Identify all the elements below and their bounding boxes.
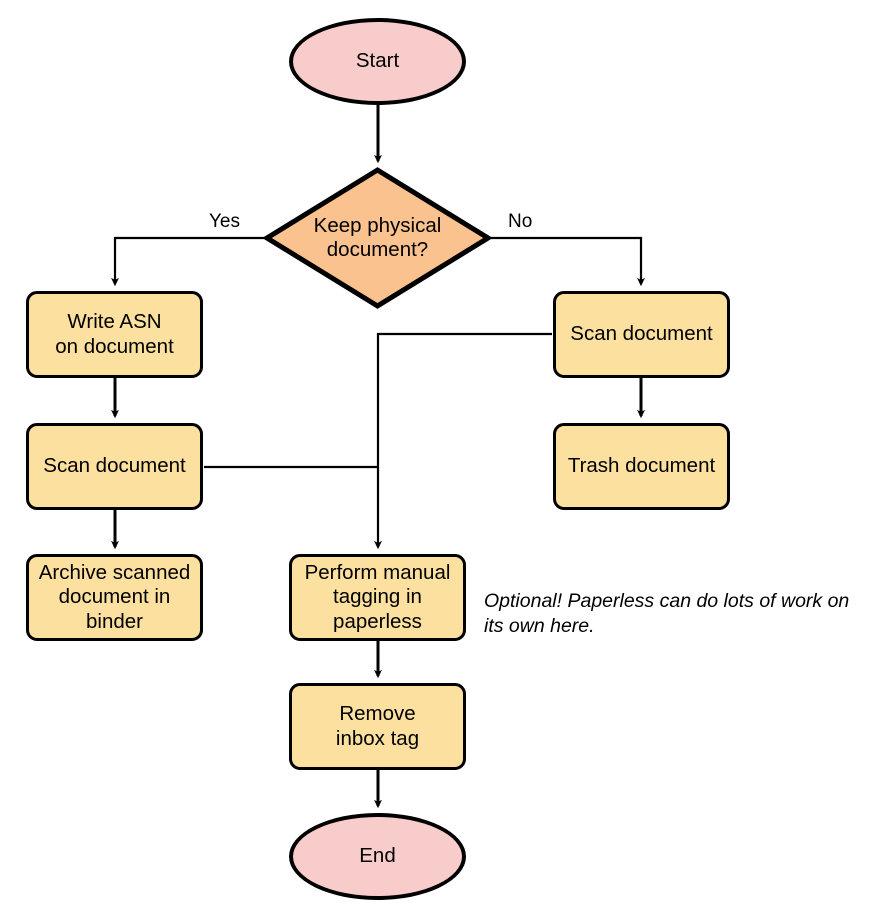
node-archive-binder-label: Archive scanned document in binder bbox=[38, 561, 191, 633]
node-scan-document-right[interactable]: Scan document bbox=[553, 291, 730, 378]
edge-no-to-scan-right bbox=[491, 236, 645, 287]
node-manual-tagging-label: Perform manual tagging in paperless bbox=[304, 561, 451, 633]
edge-yes-to-write-asn bbox=[111, 236, 264, 287]
node-decision-label: Keep physical document? bbox=[313, 213, 442, 261]
node-trash-document-label: Trash document bbox=[567, 454, 716, 478]
annotation-optional-note: Optional! Paperless can do lots of work … bbox=[484, 590, 850, 638]
node-trash-document[interactable]: Trash document bbox=[553, 423, 730, 510]
node-write-asn-on-document[interactable]: Write ASN on document bbox=[26, 291, 203, 378]
edge-label-no: No bbox=[508, 211, 533, 232]
edge-scan-right-to-manual-tagging bbox=[374, 332, 552, 550]
node-end[interactable]: End bbox=[289, 813, 466, 900]
node-end-label: End bbox=[359, 844, 396, 868]
diamond-shape bbox=[264, 167, 491, 309]
node-decision-keep-physical-document[interactable]: Keep physical document? bbox=[264, 167, 491, 309]
node-remove-inbox-tag-label: Remove inbox tag bbox=[335, 702, 420, 750]
node-archive-scanned-document-in-binder[interactable]: Archive scanned document in binder bbox=[26, 554, 203, 641]
edge-label-yes: Yes bbox=[209, 211, 240, 232]
node-perform-manual-tagging-in-paperless[interactable]: Perform manual tagging in paperless bbox=[289, 554, 466, 641]
node-write-asn-label: Write ASN on document bbox=[55, 310, 174, 358]
node-start[interactable]: Start bbox=[289, 18, 466, 105]
node-start-label: Start bbox=[355, 49, 400, 73]
node-scan-document-left[interactable]: Scan document bbox=[26, 423, 203, 510]
node-scan-document-left-label: Scan document bbox=[43, 454, 186, 478]
node-scan-document-right-label: Scan document bbox=[570, 322, 713, 346]
node-remove-inbox-tag[interactable]: Remove inbox tag bbox=[289, 683, 466, 770]
